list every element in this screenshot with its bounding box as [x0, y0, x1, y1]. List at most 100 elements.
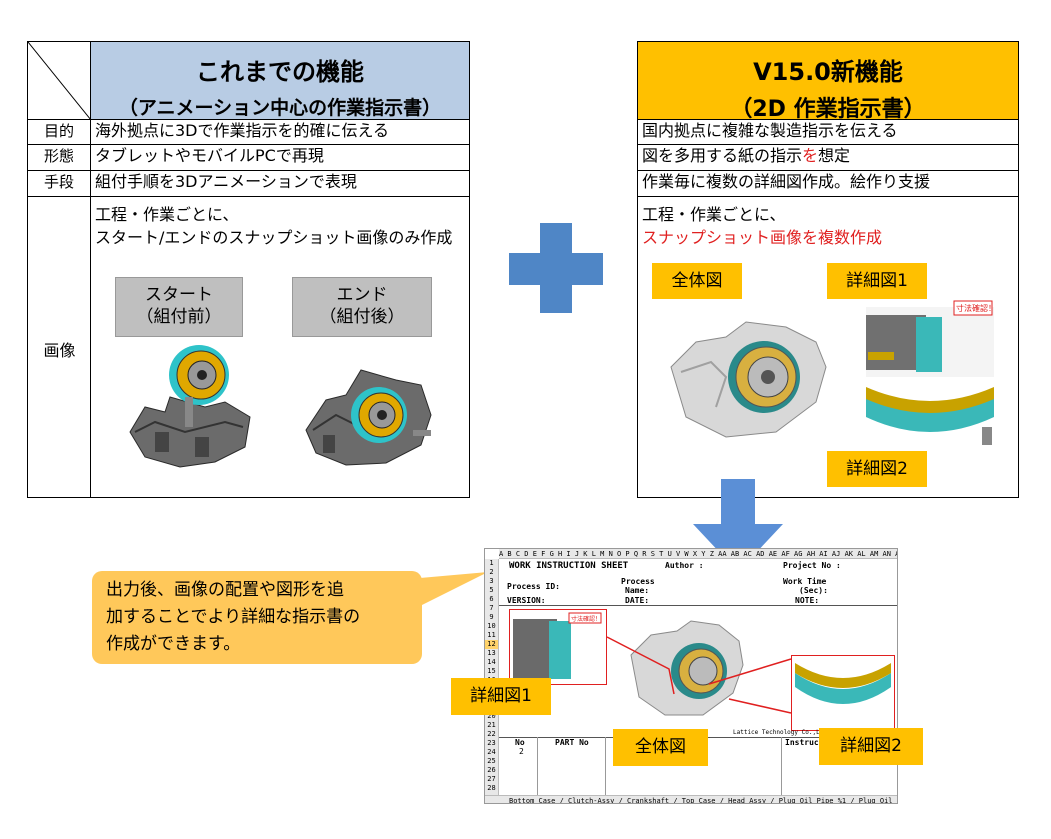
sheet-project-label: Project No : — [783, 561, 841, 570]
image-text-1: 工程・作業ごとに、 — [95, 205, 239, 224]
detail2-label: 詳細図2 — [827, 451, 927, 487]
legacy-features-table: これまでの機能 （アニメーション中心の作業指示書） 目的 海外拠点に3Dで作業指… — [27, 41, 470, 498]
sheet-tag: 寸法確認！ — [571, 615, 601, 623]
new-row-form-b: を — [802, 146, 819, 165]
row-num: 25 — [487, 757, 496, 765]
plus-icon — [509, 223, 603, 313]
sheet-version: VERSION: — [507, 596, 546, 605]
sheet-process-name-b: Name: — [625, 586, 650, 595]
row-num: 9 — [489, 613, 494, 621]
sheet-detail1-label: 詳細図1 — [451, 678, 551, 715]
row-label-means: 手段 — [28, 171, 91, 197]
new-row-means: 作業毎に複数の詳細図作成。絵作り支援 — [638, 171, 1018, 197]
new-title: V15.0新機能 — [753, 58, 903, 86]
sheet-date: DATE: — [625, 596, 650, 605]
end-sublabel: （組付後） — [319, 307, 405, 327]
image-row-content: 工程・作業ごとに、 スタート/エンドのスナップショット画像のみ作成 スタート （… — [91, 197, 469, 497]
start-assembly-image — [129, 345, 251, 468]
sheet-grid-v2 — [605, 737, 606, 795]
new-row-form-c: 想定 — [818, 146, 851, 165]
overview-assembly-image — [670, 321, 827, 438]
sheet-grid-v3 — [781, 737, 782, 795]
sheet-row-value: 2 — [519, 747, 524, 756]
header-corner-cell — [27, 41, 92, 121]
sheet-process-id: Process ID: — [507, 582, 560, 591]
sheet-copyright: Lattice Technology Co.,Ltd — [733, 729, 827, 736]
row-num: 12 — [485, 640, 498, 649]
detail1-image: 寸法確認！ — [866, 300, 994, 377]
new-image-text-2: スナップショット画像を複数作成 — [642, 228, 883, 247]
diagonal-divider — [27, 41, 92, 121]
new-row-form-a: 図を多用する紙の指示 — [642, 146, 803, 165]
row-text-form: タブレットやモバイルPCで再現 — [91, 145, 469, 171]
row-num: 7 — [489, 604, 494, 612]
sheet-col-no: No — [515, 738, 525, 747]
row-text-purpose: 海外拠点に3Dで作業指示を的確に伝える — [91, 120, 469, 145]
row-num: 27 — [487, 775, 496, 783]
row-num: 20 — [487, 712, 496, 720]
sheet-connector-lines — [606, 636, 792, 714]
row-label-form: 形態 — [28, 145, 91, 171]
sheet-work-time-a: Work Time — [783, 577, 827, 586]
start-sublabel: （組付前） — [136, 307, 222, 327]
callout-line1: 出力後、画像の配置や図形を追 — [106, 580, 344, 600]
row-num: 5 — [489, 586, 494, 594]
row-label-purpose: 目的 — [28, 120, 91, 145]
start-label-box: スタート （組付前） — [115, 277, 243, 337]
end-assembly-image — [305, 369, 432, 466]
sheet-detail1-image: 寸法確認！ — [509, 609, 607, 685]
row-num: 23 — [487, 739, 496, 747]
image-text-2: スタート/エンドのスナップショット画像のみ作成 — [95, 228, 453, 247]
sheet-grid-v1 — [537, 737, 538, 795]
row-num: 1 — [489, 559, 494, 567]
new-image-row: 工程・作業ごとに、 スナップショット画像を複数作成 全体図 詳細図1 詳細図2 … — [638, 197, 1018, 497]
sheet-detail2-image — [791, 655, 895, 731]
new-subtitle: （2D 作業指示書） — [730, 97, 926, 122]
new-image-text-1: 工程・作業ごとに、 — [642, 205, 786, 224]
legacy-header: これまでの機能 （アニメーション中心の作業指示書） — [91, 42, 469, 120]
row-num: 11 — [487, 631, 496, 639]
callout-line3: 作成ができます。 — [106, 634, 241, 654]
row-num: 21 — [487, 721, 496, 729]
down-arrow-icon — [693, 479, 783, 572]
row-num: 10 — [487, 622, 496, 630]
sheet-detail2-label: 詳細図2 — [819, 728, 923, 765]
row-num: 22 — [487, 730, 496, 738]
row-num: 15 — [487, 667, 496, 675]
row-num: 24 — [487, 748, 496, 756]
row-num: 6 — [489, 595, 494, 603]
sheet-tabs-bar[interactable]: Bottom Case / Clutch-Assy / Crankshaft /… — [485, 795, 897, 803]
callout-box: 出力後、画像の配置や図形を追 加することでより詳細な指示書の 作成ができます。 — [92, 571, 422, 664]
sheet-process-name-a: Process — [621, 577, 655, 586]
row-num: 28 — [487, 784, 496, 792]
row-number-column: 1 2 3 5 6 7 9 10 11 12 13 14 15 16 17 18… — [485, 559, 499, 795]
row-label-image-cell: 画像 — [28, 197, 91, 497]
detail1-label: 詳細図1 — [827, 263, 927, 299]
new-header: V15.0新機能 （2D 作業指示書） — [638, 42, 1018, 122]
overview-label: 全体図 — [652, 263, 742, 299]
row-label-image: 画像 — [43, 341, 76, 360]
callout-line2: 加することでより詳細な指示書の — [106, 607, 361, 627]
sheet-overview-label: 全体図 — [613, 729, 708, 766]
row-num: 13 — [487, 649, 496, 657]
sheet-work-time-b: (Sec): — [799, 586, 828, 595]
row-num: 2 — [489, 568, 494, 576]
new-row-purpose: 国内拠点に複雑な製造指示を伝える — [638, 120, 1018, 145]
end-label-box: エンド （組付後） — [292, 277, 432, 337]
sheet-col-instr: Instructio — [785, 738, 834, 747]
row-num: 3 — [489, 577, 494, 585]
sheet-note: NOTE: — [795, 596, 820, 605]
sheet-overview-image — [630, 620, 744, 716]
detail1-tag: 寸法確認！ — [956, 303, 994, 313]
sheet-header-rule — [499, 605, 897, 606]
column-header: A B C D E F G H I J K L M N O P Q R S T … — [499, 549, 898, 559]
legacy-title: これまでの機能 — [196, 58, 364, 86]
sheet-title: WORK INSTRUCTION SHEET — [509, 561, 629, 571]
row-text-means: 組付手順を3Dアニメーションで表現 — [91, 171, 469, 197]
sheet-col-part: PART No — [555, 738, 589, 747]
new-row-form: 図を多用する紙の指示を想定 — [638, 145, 1018, 171]
new-features-table: V15.0新機能 （2D 作業指示書） 国内拠点に複雑な製造指示を伝える 図を多… — [637, 41, 1019, 498]
end-label: エンド — [336, 285, 388, 305]
legacy-subtitle: （アニメーション中心の作業指示書） — [118, 97, 442, 119]
callout-pointer — [420, 572, 488, 606]
